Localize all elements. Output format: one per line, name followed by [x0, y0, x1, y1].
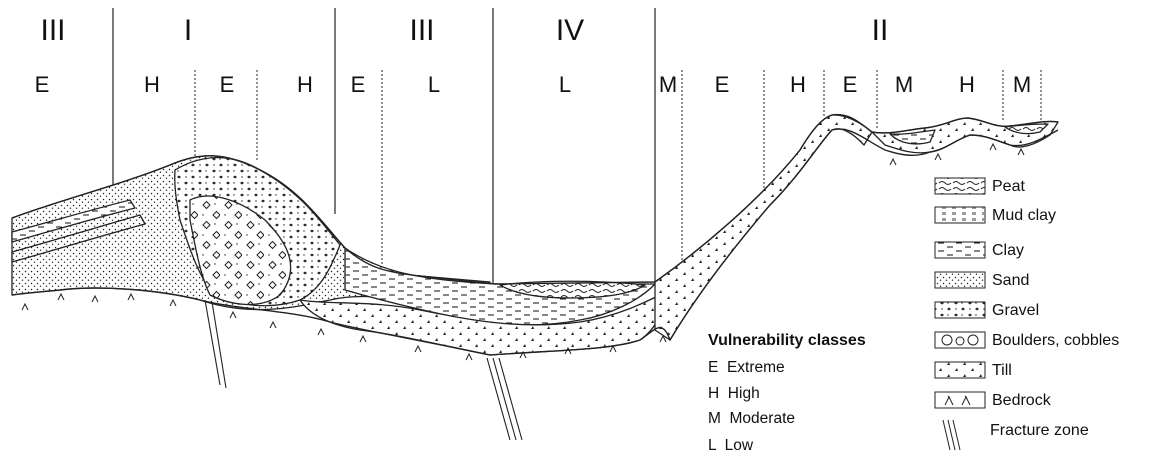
class-label-2: H [144, 72, 160, 97]
till-icon [935, 362, 985, 378]
class-label-5: E [351, 72, 366, 97]
legend-label-sand: Sand [992, 272, 1029, 289]
legend-label-clay: Clay [992, 242, 1024, 259]
class-label-10: H [790, 72, 806, 97]
zone-label-2: I [184, 14, 192, 47]
zone-label-5: II [872, 14, 889, 47]
class-label-14: M [1013, 72, 1031, 97]
peat-icon [935, 178, 985, 194]
class-label-13: H [959, 72, 975, 97]
vulnerability-item-moderate: M Moderate [708, 410, 795, 427]
fracture-zone-icon [943, 420, 960, 450]
sand-icon [935, 272, 985, 288]
vulnerability-item-high: H High [708, 385, 760, 402]
right-slope-till [655, 115, 872, 340]
clay-icon [935, 242, 985, 258]
vulnerability-item-extreme: E Extreme [708, 359, 785, 376]
gravel-icon [935, 302, 985, 318]
class-label-3: E [220, 72, 235, 97]
cross-section [12, 115, 1058, 355]
class-label-1: E [35, 72, 50, 97]
class-label-7: L [559, 72, 571, 97]
vulnerability-item-low: L Low [708, 437, 754, 454]
legend-label-gravel: Gravel [992, 302, 1039, 319]
class-label-6: L [428, 72, 440, 97]
zone-label-3: III [409, 14, 434, 47]
vulnerability-title: Vulnerability classes [708, 332, 866, 349]
legend-label-peat: Peat [992, 178, 1025, 195]
mud-clay-icon [935, 207, 985, 223]
legend-label-boulders-cobbles: Boulders, cobbles [992, 332, 1119, 349]
legend-label-bedrock: Bedrock [992, 392, 1052, 409]
class-label-9: E [715, 72, 730, 97]
legend: Peat Mud clay Clay Sand Gravel Boulders,… [935, 178, 1119, 450]
class-label-4: H [297, 72, 313, 97]
class-label-8: M [659, 72, 677, 97]
bedrock-icon [935, 392, 985, 408]
legend-label-mud-clay: Mud clay [992, 207, 1056, 224]
class-label-11: E [843, 72, 858, 97]
boulders-cobbles-icon [935, 332, 985, 348]
zone-label-1: III [40, 14, 65, 47]
legend-label-till: Till [992, 362, 1012, 379]
legend-label-fracture-zone: Fracture zone [990, 422, 1089, 439]
class-label-12: M [895, 72, 913, 97]
zone-label-4: IV [556, 14, 584, 47]
